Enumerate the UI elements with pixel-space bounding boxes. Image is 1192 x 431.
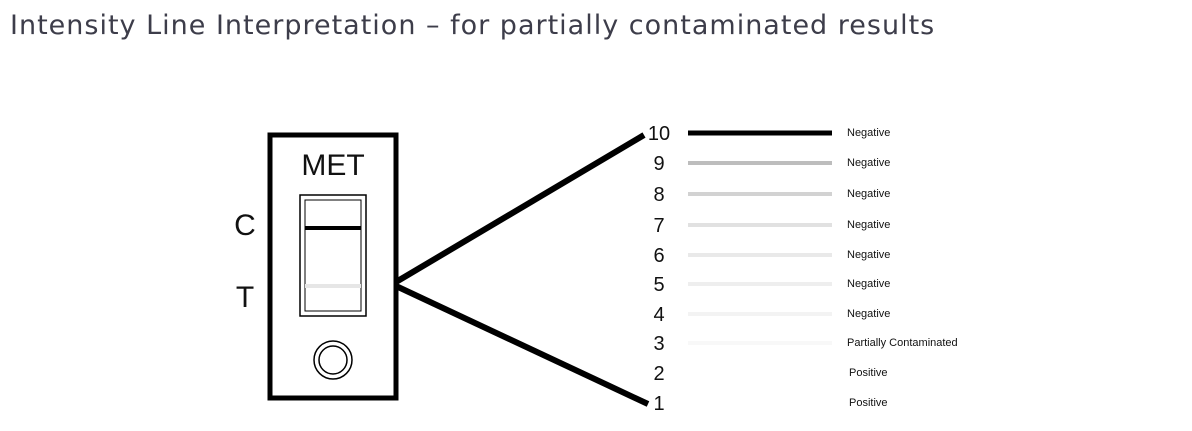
scale-row: 5 Negative	[653, 274, 890, 296]
scale-level-number: 2	[653, 363, 664, 385]
scale-level-number: 6	[653, 245, 664, 267]
scale-row: 8 Negative	[653, 184, 890, 206]
sample-well-outer	[313, 340, 353, 380]
scale-level-number: 3	[653, 333, 664, 355]
scale-row: 3 Partially Contaminated	[653, 333, 957, 355]
result-window-outer	[299, 194, 367, 317]
scale-row: 2 Positive	[653, 363, 887, 385]
scale-result-label: Negative	[847, 278, 890, 290]
scale-result-label: Positive	[849, 367, 888, 379]
scale-row: 4 Negative	[653, 304, 890, 326]
scale-level-number: 9	[653, 153, 664, 175]
drug-label: MET	[301, 149, 364, 182]
page-title: Intensity Line Interpretation – for part…	[10, 10, 936, 41]
scale-result-label: Negative	[847, 188, 890, 200]
scale-result-label: Negative	[847, 157, 890, 169]
scale-level-number: 10	[648, 123, 670, 145]
scale-row: 1 Positive	[653, 393, 887, 415]
control-label: C	[234, 209, 256, 242]
result-window-inner	[304, 199, 362, 312]
cassette-body	[267, 132, 399, 401]
scale-result-label: Partially Contaminated	[847, 337, 958, 349]
scale-level-number: 1	[653, 393, 664, 415]
scale-result-label: Positive	[849, 397, 888, 409]
sample-well-inner	[318, 345, 348, 375]
scale-result-label: Negative	[847, 308, 890, 320]
scale-level-number: 5	[653, 274, 664, 296]
scale-result-label: Negative	[847, 219, 890, 231]
scale-row: 10 Negative	[648, 123, 891, 145]
connector-line-bottom	[394, 283, 650, 407]
test-label: T	[236, 281, 254, 314]
test-cassette: MET	[267, 132, 399, 401]
scale-row: 7 Negative	[653, 215, 890, 237]
connector-line-top	[394, 132, 646, 285]
scale-level-number: 7	[653, 215, 664, 237]
scale-row: 9 Negative	[653, 153, 890, 175]
scale-result-label: Negative	[847, 249, 890, 261]
scale-level-number: 4	[653, 304, 664, 326]
scale-result-label: Negative	[847, 127, 890, 139]
scale-level-number: 8	[653, 184, 664, 206]
scale-row: 6 Negative	[653, 245, 890, 267]
